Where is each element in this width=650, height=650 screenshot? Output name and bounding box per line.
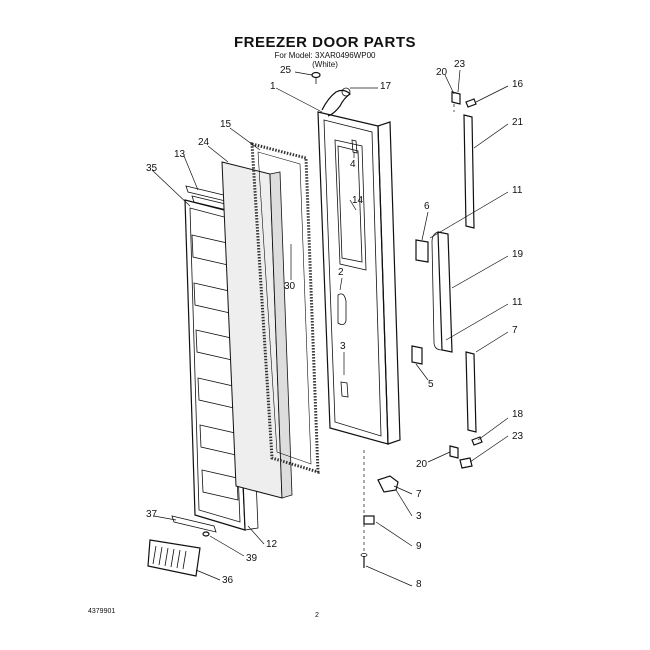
leader-lines (151, 69, 509, 587)
footer-part-number: 4379901 (88, 608, 116, 615)
callout-16: 16 (512, 79, 524, 90)
callout-19: 19 (512, 249, 524, 260)
callout-36: 36 (222, 575, 234, 586)
callout-2: 2 (338, 267, 344, 278)
callout-30: 30 (284, 281, 296, 292)
footer-page-number: 2 (315, 612, 319, 619)
callout-7-upper: 7 (512, 325, 518, 336)
lower-handle-bracket (411, 345, 423, 365)
callout-5: 5 (428, 379, 434, 390)
callout-21: 21 (512, 117, 524, 128)
lower-end-cap (459, 457, 473, 469)
trim-gasket (171, 515, 217, 533)
callout-9: 9 (416, 541, 422, 552)
callout-7-lower: 7 (416, 489, 422, 500)
callout-14: 14 (352, 195, 364, 206)
callout-6: 6 (424, 201, 430, 212)
hinge-pin (360, 553, 368, 568)
upper-handle-trim (463, 114, 475, 229)
callout-23-upper: 23 (454, 59, 466, 70)
model-subtitle: For Model: 3XAR0496WP00 (White) (0, 51, 650, 69)
outer-door-panel (317, 111, 401, 445)
callout-12: 12 (266, 539, 278, 550)
hinge-bushing (363, 515, 375, 525)
page-title: FREEZER DOOR PARTS (233, 34, 417, 51)
screw (311, 71, 321, 84)
callout-1: 1 (270, 81, 276, 92)
lower-hinge-block (449, 445, 459, 459)
callout-11-lower: 11 (512, 297, 523, 308)
door-gasket (250, 142, 320, 475)
callout-37: 37 (146, 509, 158, 520)
lower-screw (471, 436, 483, 446)
callout-39: 39 (246, 553, 258, 564)
callout-15: 15 (220, 119, 232, 130)
callout-24: 24 (198, 137, 210, 148)
handle-bracket (415, 239, 429, 263)
lower-handle-trim (465, 351, 477, 433)
callout-8: 8 (416, 579, 422, 590)
color-line: (White) (312, 60, 338, 69)
callout-18: 18 (512, 409, 524, 420)
trim-clip (202, 531, 210, 537)
wire-harness (321, 87, 351, 117)
callout-3-door: 3 (340, 341, 346, 352)
callout-3-hinge: 3 (416, 511, 422, 522)
callout-20-upper: 20 (436, 67, 448, 78)
insulation-panel (221, 161, 293, 499)
callout-11-upper: 11 (512, 185, 523, 196)
callout-35: 35 (146, 163, 158, 174)
callout-13: 13 (174, 149, 186, 160)
callout-23-lower: 23 (512, 431, 524, 442)
callout-17: 17 (380, 81, 392, 92)
handle (431, 231, 453, 353)
callout-25: 25 (280, 65, 292, 76)
model-line: For Model: 3XAR0496WP00 (274, 51, 376, 60)
hinge-bracket (377, 475, 399, 493)
upper-hinge-block (451, 91, 461, 105)
callout-4: 4 (350, 159, 356, 170)
upper-screw (465, 98, 477, 108)
bottom-trim (147, 539, 201, 577)
callout-20-lower: 20 (416, 459, 428, 470)
